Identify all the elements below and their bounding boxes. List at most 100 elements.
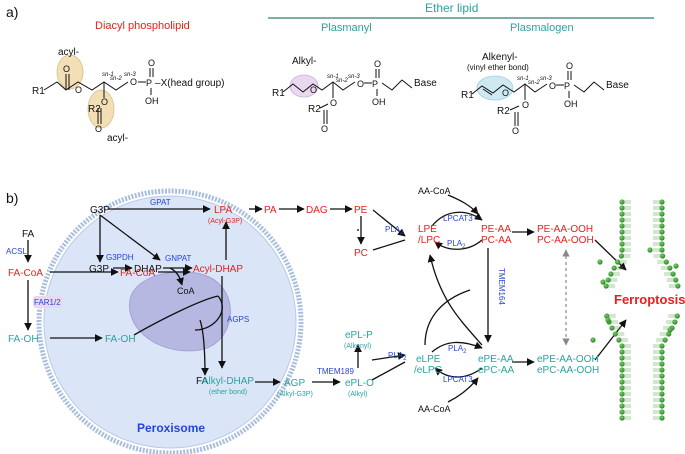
lipid-head-r-20 <box>659 343 665 349</box>
lipid-head-l-3 <box>619 217 625 223</box>
lipid-fragment-3 <box>647 247 653 253</box>
lipid-tail-r-7 <box>653 242 662 246</box>
svg-text:R2: R2 <box>308 104 321 115</box>
node-g3p-top: G3P <box>90 205 110 216</box>
lipid-tail-r-8 <box>653 248 662 252</box>
svg-text:sn-2: sn-2 <box>528 80 540 86</box>
node-epl-o-sub: (Alkyl) <box>348 391 367 398</box>
lipid-tail-l-19 <box>618 338 628 342</box>
lipid-tail-r-14 <box>668 284 678 288</box>
svg-text:O: O <box>321 124 328 134</box>
svg-text:sn-3: sn-3 <box>540 76 552 82</box>
svg-text:O: O <box>512 126 519 136</box>
node-elpe: eLPE <box>416 354 441 365</box>
lipid-head-l-11 <box>611 265 617 271</box>
enzyme-gnpat: GNPAT <box>165 254 191 263</box>
enzyme-pla2-4: PLA2 <box>448 344 467 355</box>
lipid-head-l-31 <box>619 409 625 415</box>
alkenyl-label: Alkenyl- <box>482 52 518 63</box>
svg-text:OH: OH <box>145 96 159 106</box>
head-group-label: –X(head group) <box>155 78 225 89</box>
lipid-head-r-3 <box>659 217 665 223</box>
lipid-head-l-21 <box>619 349 625 355</box>
lipid-tail-r-2 <box>653 212 662 216</box>
svg-text:P: P <box>372 79 378 89</box>
lipid-fragment-5 <box>600 279 606 285</box>
lipid-head-l-13 <box>605 277 611 283</box>
lipid-head-l-25 <box>619 373 625 379</box>
enzyme-far: FAR1/2 <box>34 298 61 307</box>
svg-text:P: P <box>564 81 570 91</box>
lipid-tail-l-10 <box>617 260 627 264</box>
lipid-tail-l-7 <box>622 242 631 246</box>
lipid-tail-l-22 <box>622 356 631 360</box>
node-pc-aa-ooh: PC-AA-OOH <box>537 235 594 246</box>
node-coa: CoA <box>177 286 195 296</box>
lipid-tail-r-4 <box>653 224 662 228</box>
lipid-tail-r-13 <box>666 278 676 282</box>
node-lpe: LPE <box>418 224 437 235</box>
lipid-head-r-5 <box>659 229 665 235</box>
lipid-head-l-10 <box>615 259 621 265</box>
svg-text:sn-1: sn-1 <box>102 72 114 78</box>
lipid-tail-l-8 <box>622 248 631 252</box>
node-epc-aa-ooh: ePC-AA-OOH <box>537 365 599 376</box>
lipid-fragment-0 <box>597 259 603 265</box>
lipid-tail-l-23 <box>622 362 631 366</box>
lipid-tail-l-32 <box>622 416 631 420</box>
lipid-tail-r-21 <box>653 350 662 354</box>
lipid-tail-r-19 <box>656 338 666 342</box>
node-fa-oh-left: FA-OH <box>8 334 39 345</box>
svg-text:O: O <box>310 85 317 95</box>
lipid-head-r-15 <box>674 313 680 319</box>
lipid-head-l-17 <box>609 325 615 331</box>
vinyl-ether-label: (vinyl ether bond) <box>467 63 529 72</box>
plasmalogen-title: Plasmalogen <box>510 22 574 34</box>
r2-label: R2 <box>88 104 101 115</box>
lipid-head-l-24 <box>619 367 625 373</box>
svg-text:O: O <box>330 98 337 108</box>
enzyme-agps: AGPS <box>227 315 249 324</box>
enzyme-pla2-3: PLA2 <box>388 351 407 362</box>
svg-text:sn-2: sn-2 <box>336 78 348 84</box>
lipid-tail-r-23 <box>653 362 662 366</box>
lipid-tail-l-13 <box>608 278 618 282</box>
lipid-head-r-24 <box>659 367 665 373</box>
lipid-head-r-12 <box>670 271 676 277</box>
node-epl-o: ePL-O <box>345 378 374 389</box>
node-fa: FA <box>22 229 35 240</box>
lipid-fragment-6 <box>673 263 679 269</box>
node-epc-aa: ePC-AA <box>478 365 514 376</box>
lipid-head-r-4 <box>659 223 665 229</box>
node-pc-aa: PC-AA <box>481 235 512 246</box>
lipid-tail-l-5 <box>622 230 631 234</box>
node-alkyl-dhap: Alkyl-DHAP <box>202 376 255 387</box>
node-dhap: DHAP <box>134 264 162 275</box>
svg-text:R2: R2 <box>497 106 510 117</box>
lipid-head-r-25 <box>659 373 665 379</box>
panel-b-labels-right: Alkyl-DHAP (ether bond) AGP (Alkyl-G3P) … <box>202 186 685 414</box>
svg-text:sn-2: sn-2 <box>110 76 122 82</box>
node-lpa: LPA <box>214 205 232 216</box>
lipid-tail-r-20 <box>653 344 662 348</box>
lipid-head-r-1 <box>659 205 665 211</box>
svg-text:P: P <box>146 78 152 88</box>
lipid-head-r-6 <box>659 235 665 241</box>
lipid-tail-l-14 <box>606 284 616 288</box>
node-dag: DAG <box>306 205 328 216</box>
svg-text:O: O <box>502 88 509 98</box>
lipid-tail-l-18 <box>615 332 625 336</box>
peroxisome: Peroxisome <box>36 188 304 454</box>
lipid-head-r-10 <box>663 259 669 265</box>
svg-text:O: O <box>95 124 102 134</box>
lipid-tail-r-28 <box>653 392 662 396</box>
lipid-head-l-1 <box>619 205 625 211</box>
svg-text:Base: Base <box>414 78 437 89</box>
lipid-head-l-4 <box>619 223 625 229</box>
lipid-head-l-26 <box>619 379 625 385</box>
lipid-tail-r-26 <box>653 380 662 384</box>
node-fa-oh-in: FA-OH <box>105 334 136 345</box>
lipid-head-l-27 <box>619 385 625 391</box>
lipid-head-l-30 <box>619 403 625 409</box>
